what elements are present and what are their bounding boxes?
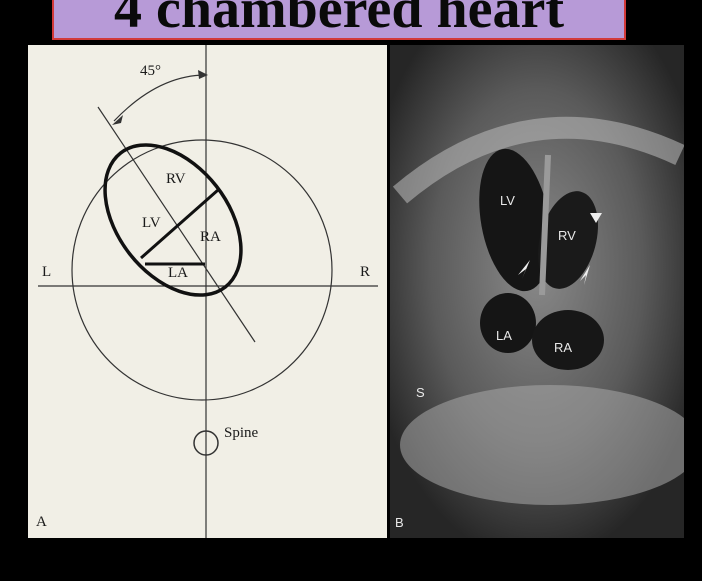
ultrasound-panel-b: LV RV LA RA S B xyxy=(390,45,684,538)
angle-label: 45° xyxy=(140,63,161,79)
body-circle xyxy=(72,140,332,400)
label-ra: RA xyxy=(200,229,221,245)
spine-label: Spine xyxy=(224,425,259,441)
label-lv: LV xyxy=(142,215,161,231)
us-label-lv: LV xyxy=(500,193,515,208)
panel-letter-a: A xyxy=(36,514,47,530)
right-marker: R xyxy=(360,264,370,280)
label-la: LA xyxy=(168,265,188,281)
label-rv: RV xyxy=(166,171,186,187)
ultrasound-image: LV RV LA RA S B xyxy=(390,45,684,538)
title-banner: 4 chambered heart xyxy=(52,0,626,40)
chamber-la xyxy=(480,293,536,353)
panel-letter-b: B xyxy=(395,515,404,530)
arc-arrowhead-left xyxy=(112,115,123,125)
us-label-rv: RV xyxy=(558,228,576,243)
us-label-ra: RA xyxy=(554,340,572,355)
us-label-la: LA xyxy=(496,328,512,343)
schematic-diagram: 45° L R RV LV RA LA Spine A xyxy=(28,45,387,538)
us-label-spine: S xyxy=(416,385,425,400)
left-marker: L xyxy=(42,264,51,280)
angle-arc xyxy=(114,75,206,121)
diagram-panel-a: 45° L R RV LV RA LA Spine A xyxy=(28,45,387,538)
page-title: 4 chambered heart xyxy=(114,0,564,37)
